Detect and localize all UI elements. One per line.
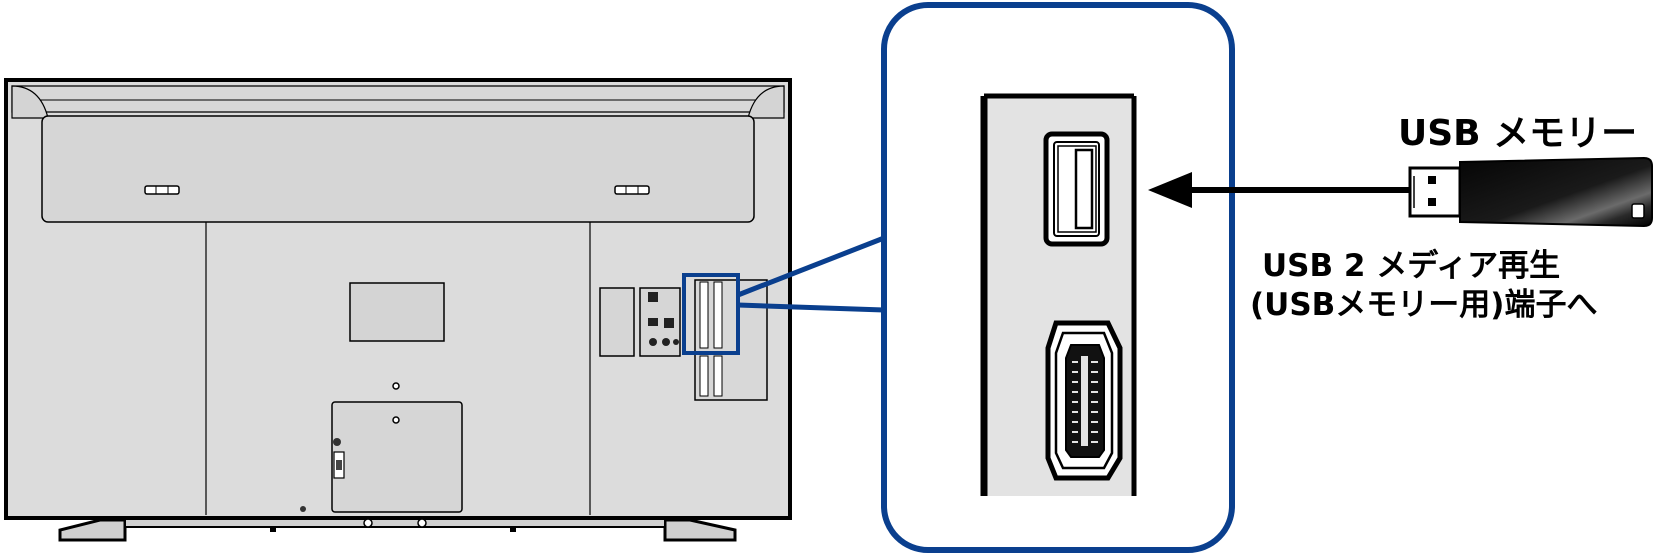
tv-rear-view — [4, 78, 792, 542]
usb-memory-stick-icon — [1408, 156, 1653, 228]
usb-terminal-highlight — [682, 273, 740, 355]
tv-stand-right-foot — [663, 518, 737, 542]
mount-slot-right — [614, 185, 650, 195]
usb-a-port-icon — [1043, 131, 1110, 247]
tv-upper-band — [41, 115, 755, 223]
tv-top-bevel — [11, 85, 785, 113]
usb-memory-label: USB メモリー — [1398, 113, 1637, 154]
lower-access-panel — [331, 401, 463, 513]
insert-arrow — [1148, 172, 1410, 208]
hdmi-port-icon — [1045, 320, 1123, 481]
tv-stand-left-foot — [58, 518, 127, 542]
callout-line-top — [737, 235, 885, 298]
mount-slot-left — [144, 185, 180, 195]
callout-line-bottom — [737, 302, 885, 313]
terminal-label-line1: USB 2 メディア再生 — [1262, 248, 1560, 284]
terminal-label-line2: (USBメモリー用)端子へ — [1250, 287, 1597, 323]
side-box — [599, 287, 635, 357]
zoomed-callout — [881, 2, 1235, 553]
rating-label-plate — [349, 282, 445, 342]
